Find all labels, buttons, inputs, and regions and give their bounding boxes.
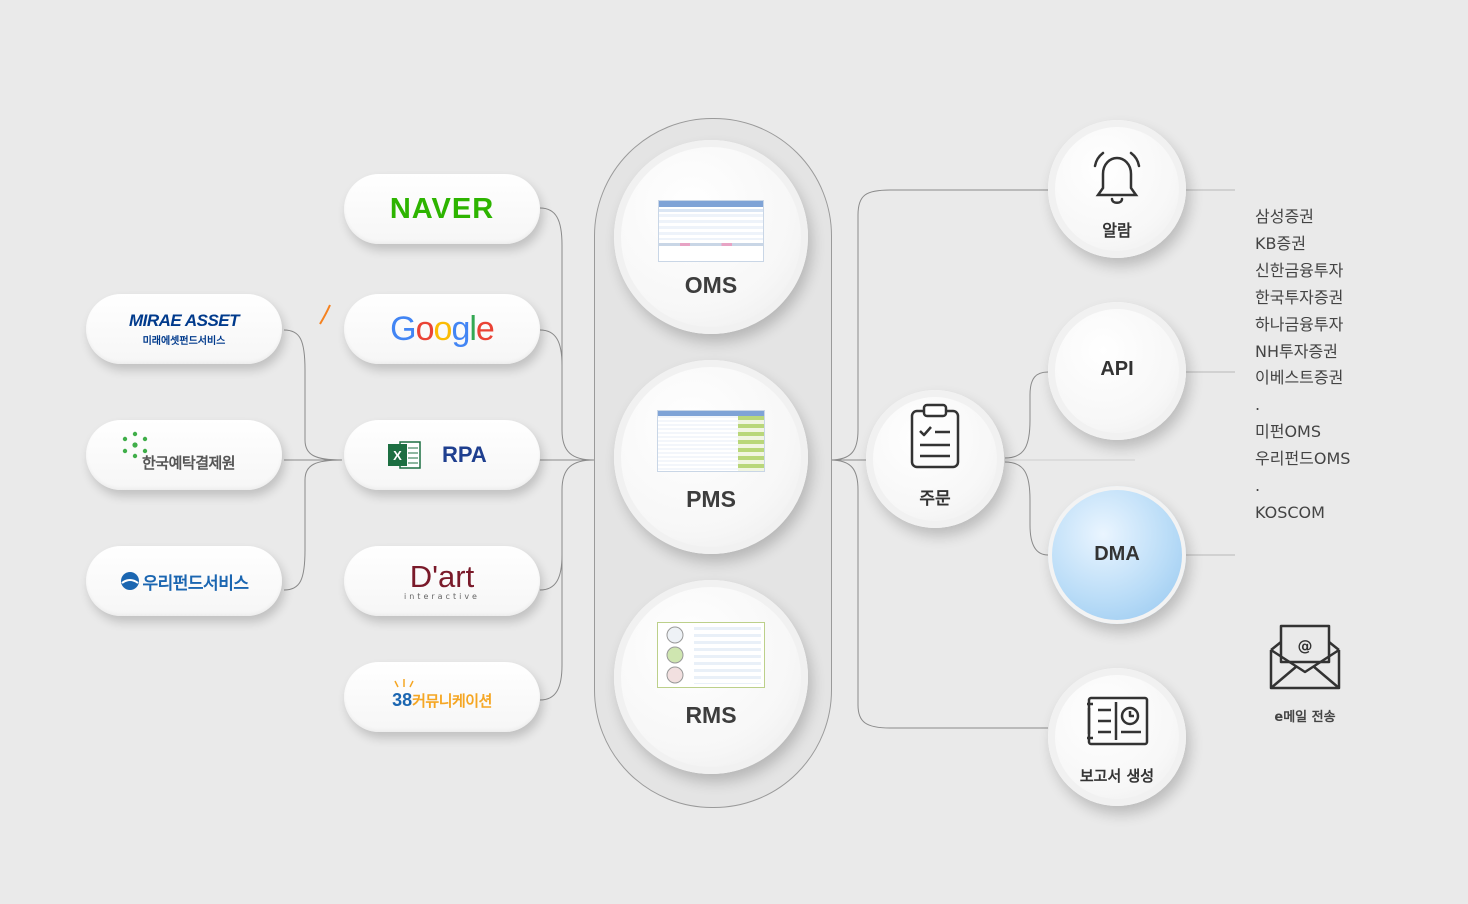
woori-logo-text: 우리펀드서비스 <box>142 573 249 594</box>
dart-logo-text: D'art <box>409 558 475 594</box>
oms-label: OMS <box>684 272 738 298</box>
api-label: API <box>1100 358 1134 380</box>
excel-icon: X <box>388 441 421 469</box>
sunburst-icon <box>394 679 414 688</box>
logo-pill-ksd: 한국예탁결제원 <box>86 420 282 490</box>
report-label: 보고서 생성 <box>1079 767 1155 785</box>
envelope-icon: @ <box>1269 624 1341 690</box>
logo-pill-woori: 우리펀드서비스 <box>86 546 282 616</box>
google-logo-text: Google <box>390 309 495 348</box>
broker-item: 우리펀드OMS <box>1255 449 1351 469</box>
broker-item: . <box>1255 476 1261 496</box>
pms-label: PMS <box>686 486 736 512</box>
c38-logo-text: 커뮤니케이션 <box>412 691 492 710</box>
svg-text:@: @ <box>1298 637 1313 655</box>
core-oms[interactable]: OMS <box>614 140 808 334</box>
broker-item: 신한금융투자 <box>1255 260 1344 280</box>
broker-item: 한국투자증권 <box>1255 287 1344 307</box>
logo-pill-naver: NAVER <box>344 174 540 244</box>
ksd-logo-text: 한국예탁결제원 <box>142 454 236 472</box>
svg-text:X: X <box>393 448 402 463</box>
dart-logo-sub: interactive <box>404 591 480 601</box>
broker-item: 이베스트증권 <box>1255 368 1344 388</box>
woori-logo-icon <box>120 572 139 590</box>
mirae-logo-sub: 미래에셋펀드서비스 <box>142 336 226 347</box>
rms-screenshot-thumb <box>657 622 765 688</box>
order-label: 주문 <box>919 489 951 509</box>
broker-item: KB증권 <box>1255 233 1306 253</box>
mirae-logo-text: MIRAE ASSET <box>128 311 240 330</box>
logo-pill-38: 38 커뮤니케이션 <box>344 662 540 732</box>
logo-pill-rpa: X RPA <box>344 420 540 490</box>
report-node[interactable]: 보고서 생성 <box>1048 668 1186 806</box>
logo-pill-mirae: MIRAE ASSET 미래에셋펀드서비스 <box>86 294 331 364</box>
core-rms[interactable]: RMS <box>614 580 808 774</box>
broker-item: 미펀OMS <box>1255 422 1321 442</box>
naver-logo-text: NAVER <box>389 192 495 225</box>
core-pms[interactable]: PMS <box>614 360 808 554</box>
pms-screenshot-thumb <box>657 410 765 472</box>
broker-item: 삼성증권 <box>1255 207 1314 226</box>
logo-pill-google: Google <box>344 294 540 364</box>
alarm-node[interactable]: 알람 <box>1048 120 1186 258</box>
report-icon <box>1087 696 1149 746</box>
email-label: e메일 전송 <box>1274 710 1336 725</box>
bell-icon <box>1093 151 1141 204</box>
api-node[interactable]: API <box>1048 302 1186 440</box>
order-node[interactable]: 주문 <box>866 390 1004 528</box>
broker-item: . <box>1255 395 1261 415</box>
logo-pill-dart: D'art interactive <box>344 546 540 616</box>
rms-label: RMS <box>685 702 737 728</box>
clipboard-icon <box>910 403 960 469</box>
ksd-starburst-icon <box>122 431 148 459</box>
alarm-label: 알람 <box>1102 221 1132 240</box>
mirae-swoosh-icon <box>319 304 331 325</box>
dma-node[interactable]: DMA <box>1048 486 1186 624</box>
broker-item: KOSCOM <box>1255 502 1325 522</box>
dma-label: DMA <box>1094 543 1140 565</box>
c38-logo-num: 38 <box>392 689 413 710</box>
broker-item: NH투자증권 <box>1255 341 1338 361</box>
rpa-logo-text: RPA <box>442 442 487 467</box>
broker-list: 삼성증권 KB증권 신한금융투자 한국투자증권 하나금융투자 NH투자증권 이베… <box>1255 204 1350 527</box>
broker-item: 하나금융투자 <box>1255 314 1344 334</box>
gauge-icons <box>666 626 684 684</box>
oms-screenshot-thumb <box>658 200 764 262</box>
